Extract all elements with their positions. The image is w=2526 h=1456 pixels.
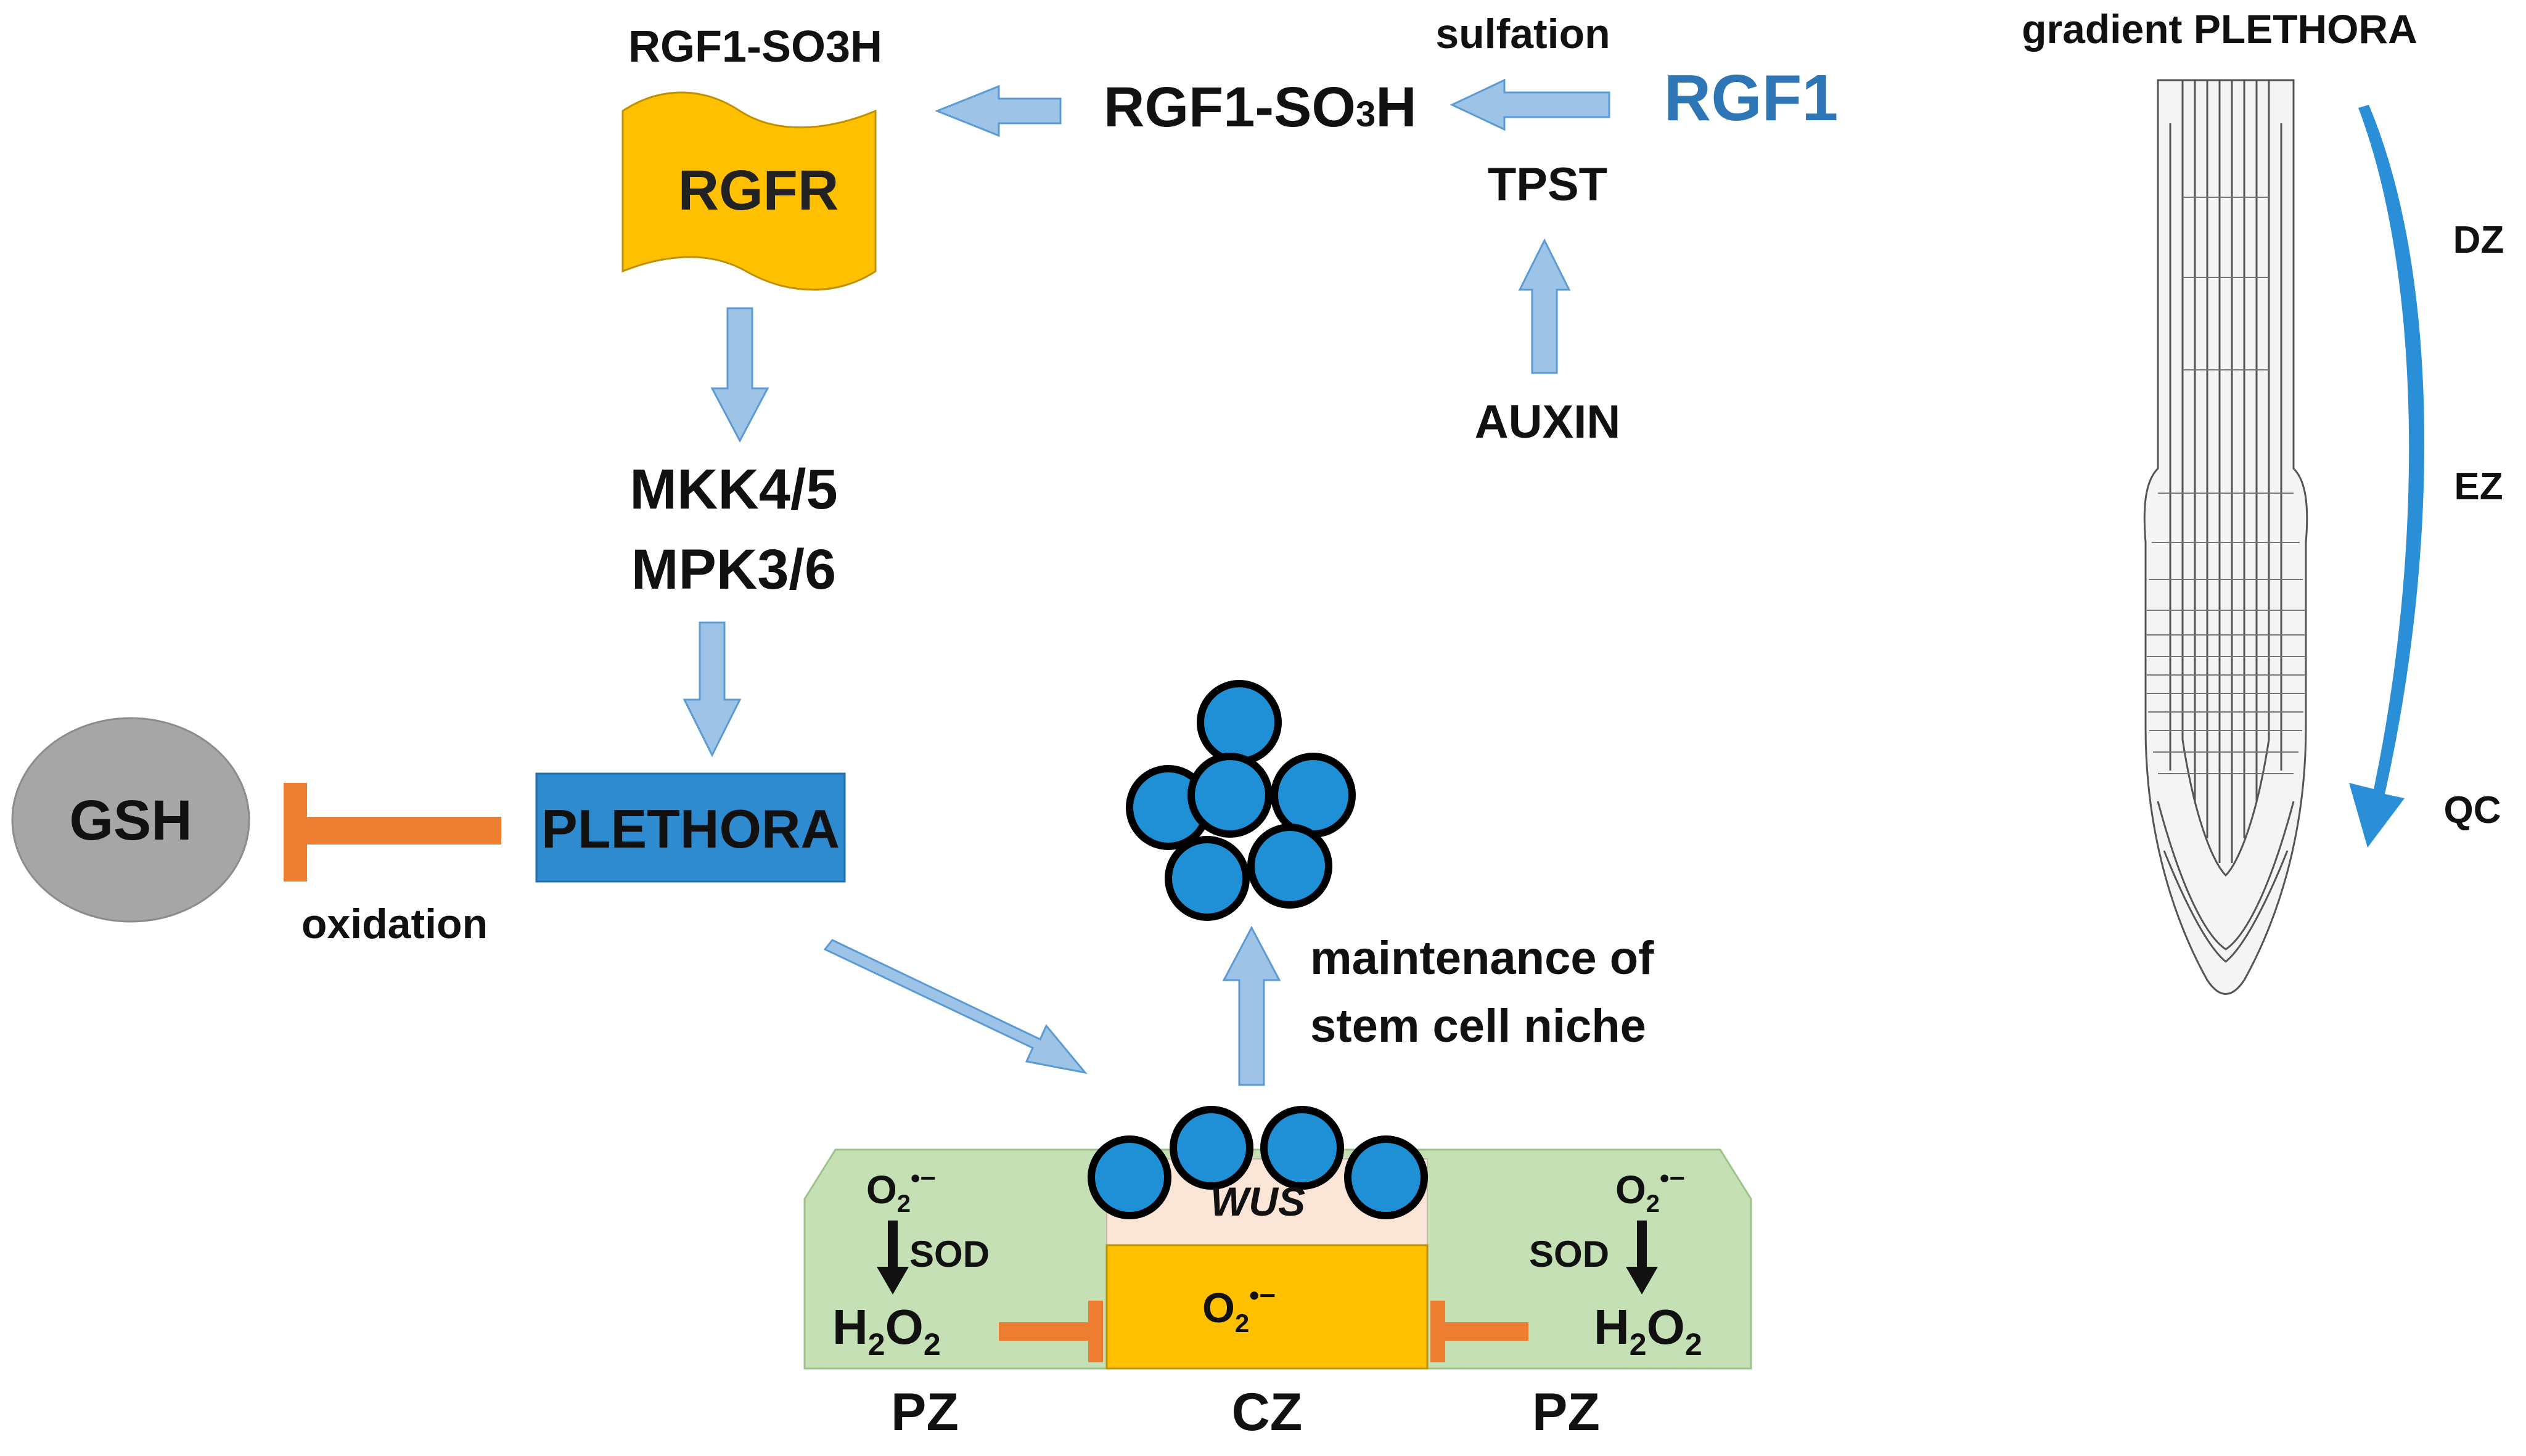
stem-cell xyxy=(1247,824,1332,909)
stem-cell xyxy=(1271,753,1356,838)
o2-radical-left: O2•− xyxy=(866,1163,936,1217)
inhibition-line xyxy=(307,817,501,845)
stem-cell-cluster xyxy=(1126,680,1356,921)
arrow-rgfr-down xyxy=(710,307,769,443)
plethora-gradient-arrow xyxy=(2349,105,2425,848)
plethora-box xyxy=(535,772,846,883)
rgf1-label: RGF1 xyxy=(1664,62,1839,134)
pz-right-label: PZ xyxy=(1532,1383,1600,1442)
wus-label: WUS xyxy=(1210,1179,1305,1224)
inhibition-left-line xyxy=(999,1322,1091,1341)
arrow-sod-right xyxy=(1626,1221,1658,1294)
rgf1-so3h-top-label: RGF1-SO3H xyxy=(628,22,882,72)
arrow-sod-left xyxy=(877,1221,909,1294)
h2o2-right: H2O2 xyxy=(1594,1299,1702,1362)
gradient-title: gradient PLETHORA xyxy=(2022,6,2417,52)
root-cell-walls xyxy=(2147,197,2305,774)
maintenance-label-line2: stem cell niche xyxy=(1310,1000,1646,1052)
rgfr-label: RGFR xyxy=(678,159,839,222)
arrow-maintenance-up xyxy=(1222,925,1281,1086)
gsh-ellipse xyxy=(11,717,250,923)
gsh-label: GSH xyxy=(69,789,192,852)
inhibition-right-line xyxy=(1445,1322,1528,1341)
o2-radical-right: O2•− xyxy=(1615,1163,1685,1217)
inhibition-left-bar xyxy=(1088,1301,1103,1362)
pz-left-label: PZ xyxy=(891,1383,959,1442)
stem-cell xyxy=(1344,1135,1428,1219)
sod-left-label: SOD xyxy=(909,1233,990,1275)
dz-label: DZ xyxy=(2453,219,2504,261)
mpk-label: MPK3/6 xyxy=(631,538,836,601)
cz-region xyxy=(1105,1244,1429,1370)
oxidation-label: oxidation xyxy=(301,901,488,947)
inhibition-right-bar xyxy=(1430,1301,1445,1362)
auxin-label: AUXIN xyxy=(1475,396,1620,448)
rgfr-receptor-shape xyxy=(621,91,877,291)
meristem-top-cells xyxy=(1088,1106,1428,1219)
arrow-auxin-up xyxy=(1518,238,1571,374)
cz-label: CZ xyxy=(1232,1383,1303,1442)
sod-right-label: SOD xyxy=(1529,1233,1609,1275)
inhibition-bar-vertical xyxy=(284,783,307,881)
arrow-mpk-down xyxy=(683,621,742,758)
stem-cell xyxy=(1187,753,1273,838)
mkk-label: MKK4/5 xyxy=(629,458,837,521)
root-tip-drawing xyxy=(2143,79,2308,995)
stem-cell xyxy=(1170,1106,1253,1190)
arrow-sulfation xyxy=(1450,78,1610,131)
root-cap-layers xyxy=(2157,801,2295,963)
plethora-label: PLETHORA xyxy=(541,798,840,859)
arrow-to-rgfr xyxy=(934,84,1062,137)
tpst-label: TPST xyxy=(1488,158,1607,211)
o2-radical-cz: O2•− xyxy=(1202,1279,1276,1338)
root-outline xyxy=(2143,79,2308,995)
root-inner-stele xyxy=(2181,80,2270,877)
ez-label: EZ xyxy=(2454,465,2503,508)
stem-cell xyxy=(1197,680,1282,765)
h2o2-left: H2O2 xyxy=(832,1299,941,1362)
maintenance-label-line1: maintenance of xyxy=(1310,932,1654,984)
stem-cell xyxy=(1088,1135,1171,1219)
rgf1-so3h-label: RGF1-SO3H xyxy=(1104,76,1417,139)
arrow-plethora-diagonal xyxy=(823,939,1088,1074)
stem-cell xyxy=(1260,1106,1344,1190)
qc-label: QC xyxy=(2444,789,2501,832)
sulfation-label: sulfation xyxy=(1435,10,1610,57)
stem-cell xyxy=(1165,836,1250,921)
